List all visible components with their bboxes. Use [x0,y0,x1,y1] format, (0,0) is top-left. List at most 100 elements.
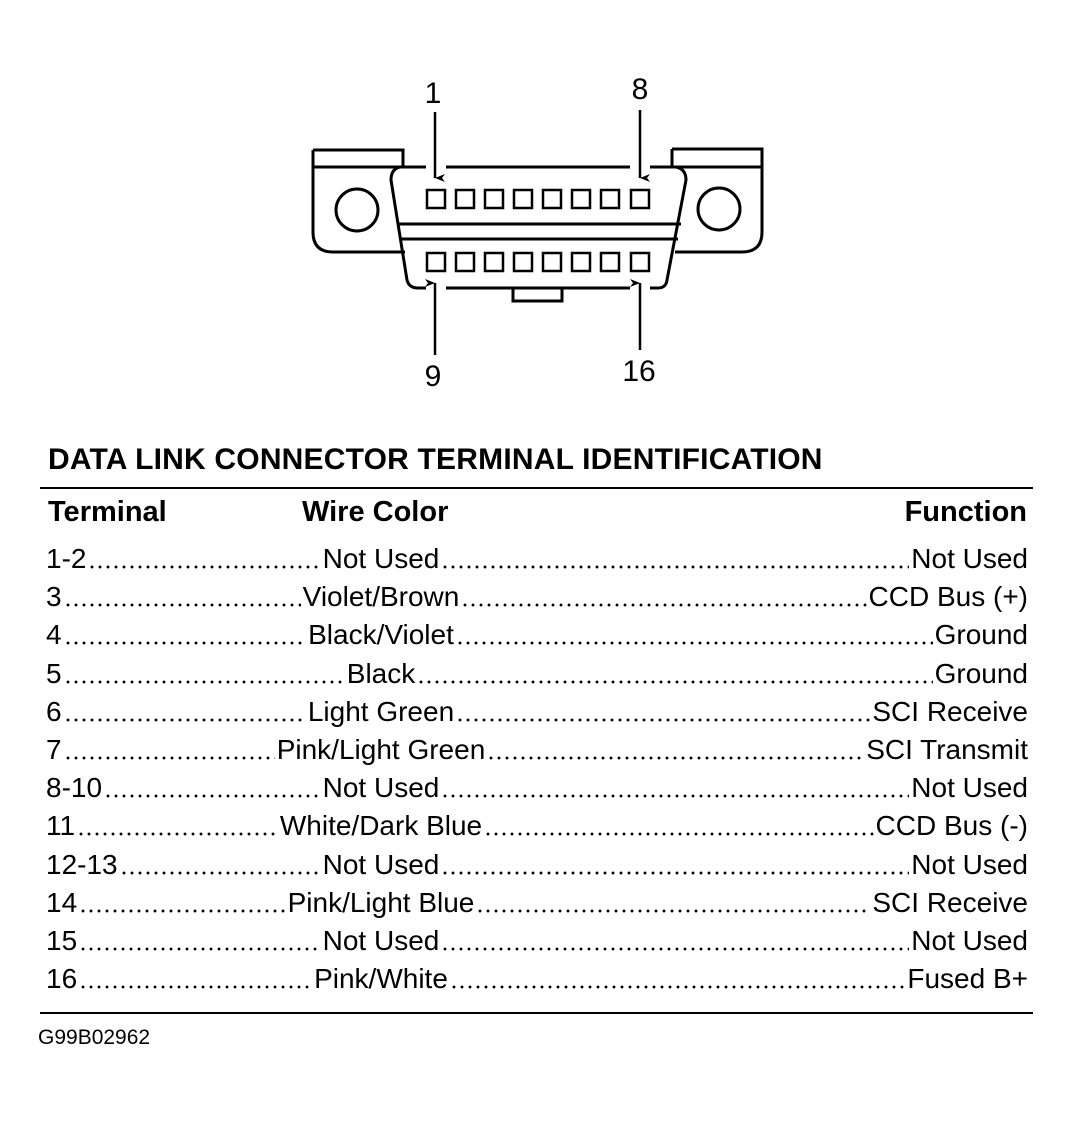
right-mounting-tab [670,147,764,254]
dot-leader [63,732,275,768]
pin-label-9: 9 [425,360,442,393]
function-cell: CCD Bus (-) [875,810,1028,842]
table-title: DATA LINK CONNECTOR TERMINAL IDENTIFICAT… [48,443,823,476]
dot-leader [456,693,871,730]
dot-leader [484,808,874,845]
function-cell: SCI Transmit [866,734,1028,765]
dot-leader [63,617,307,654]
pin-12 [512,251,534,273]
pin-label-1: 1 [425,77,442,110]
pin-3 [483,188,505,210]
terminal-group: 1-2 [46,541,323,577]
function-cell: Not Used [911,543,1028,574]
function-cell: Fused B+ [907,963,1028,995]
dot-leader [487,732,865,768]
dot-leader [441,923,910,959]
header-terminal: Terminal [48,496,167,528]
wire-color-cell: Not Used [322,543,440,574]
header-wire-color: Wire Color [302,496,449,528]
dot-leader [455,617,933,654]
dot-leader [476,884,871,921]
pin-13 [541,251,563,273]
terminal-group: 16 [46,961,314,998]
terminal-cell: 15 [46,925,78,956]
terminal-cell: 4 [46,619,62,651]
wire-color-cell: Black/Violet [308,619,454,651]
function-cell: Not Used [911,848,1028,880]
dot-leader [417,655,933,692]
dot-leader [63,693,306,730]
bottom-rule [40,1012,1033,1014]
dot-leader [63,579,301,616]
terminal-cell: 14 [46,886,78,918]
function-cell: Ground [934,619,1028,651]
terminal-cell: 12-13 [46,848,118,880]
function-cell: SCI Receive [872,886,1028,918]
dot-leader [63,655,345,692]
function-cell: CCD Bus (+) [868,581,1028,613]
top-rule [40,487,1033,489]
terminal-group: 5 [46,655,347,692]
table-row: 12-13 Not Used Not Used [46,846,1028,883]
dot-leader [441,846,910,883]
pin-1 [425,188,447,210]
pin-2 [454,188,476,210]
table-row: 1-2 Not Used Not Used [46,541,1028,577]
function-cell: Ground [934,657,1028,689]
pin-15 [599,251,621,273]
terminal-group: 14 [46,884,288,921]
pin-label-8: 8 [632,73,649,106]
wire-color-cell: White/Dark Blue [279,810,483,842]
wire-color-cell: Light Green [307,695,455,727]
pin-11 [483,251,505,273]
dot-leader [77,808,278,845]
dot-leader [79,923,321,959]
terminal-group: 3 [46,579,303,616]
pin-8 [629,188,651,210]
terminal-group: 11 [46,808,280,845]
right-mount-hole [696,186,742,232]
dot-leader [79,884,286,921]
figure-id: G99B02962 [38,1026,151,1049]
pin-7 [599,188,621,210]
pin-4 [512,188,534,210]
terminal-cell: 1-2 [46,543,87,574]
wire-color-cell: Pink/Light Green [276,734,486,765]
terminal-group: 15 [46,923,323,959]
wire-color-cell: Black [346,657,416,689]
function-cell: SCI Receive [872,695,1028,727]
table-row: 16 Pink/White Fused B+ [46,961,1028,998]
pin-5 [541,188,563,210]
wire-color-cell: Pink/White [314,963,448,995]
dot-leader [88,541,321,577]
table-row: 14 Pink/Light Blue SCI Receive [46,884,1028,921]
pin-14 [570,251,592,273]
dot-leader [461,579,867,616]
pin-10 [454,251,476,273]
terminal-group: 6 [46,693,308,730]
terminal-cell: 16 [46,963,78,995]
connector-diagram: 1 8 9 16 [311,73,764,393]
terminal-cell: 6 [46,695,62,727]
pin-6 [570,188,592,210]
table-row: 4 Black/Violet Ground [46,617,1028,654]
terminal-cell: 8-10 [46,772,103,804]
terminal-group: 12-13 [46,846,323,883]
terminal-group: 7 [46,732,277,768]
table-row: 6 Light Green SCI Receive [46,693,1028,730]
wire-color-cell: Not Used [322,848,440,880]
left-mount-hole [334,187,380,233]
table-row: 15 Not Used Not Used [46,923,1028,959]
function-cell: Not Used [911,925,1028,956]
dot-leader [449,961,906,998]
function-cell: Not Used [911,772,1028,804]
wire-color-cell: Not Used [322,925,440,956]
terminal-cell: 3 [46,581,62,613]
wire-color-cell: Pink/Light Blue [287,886,475,918]
pin-label-16: 16 [622,355,655,388]
dot-leader [119,846,321,883]
